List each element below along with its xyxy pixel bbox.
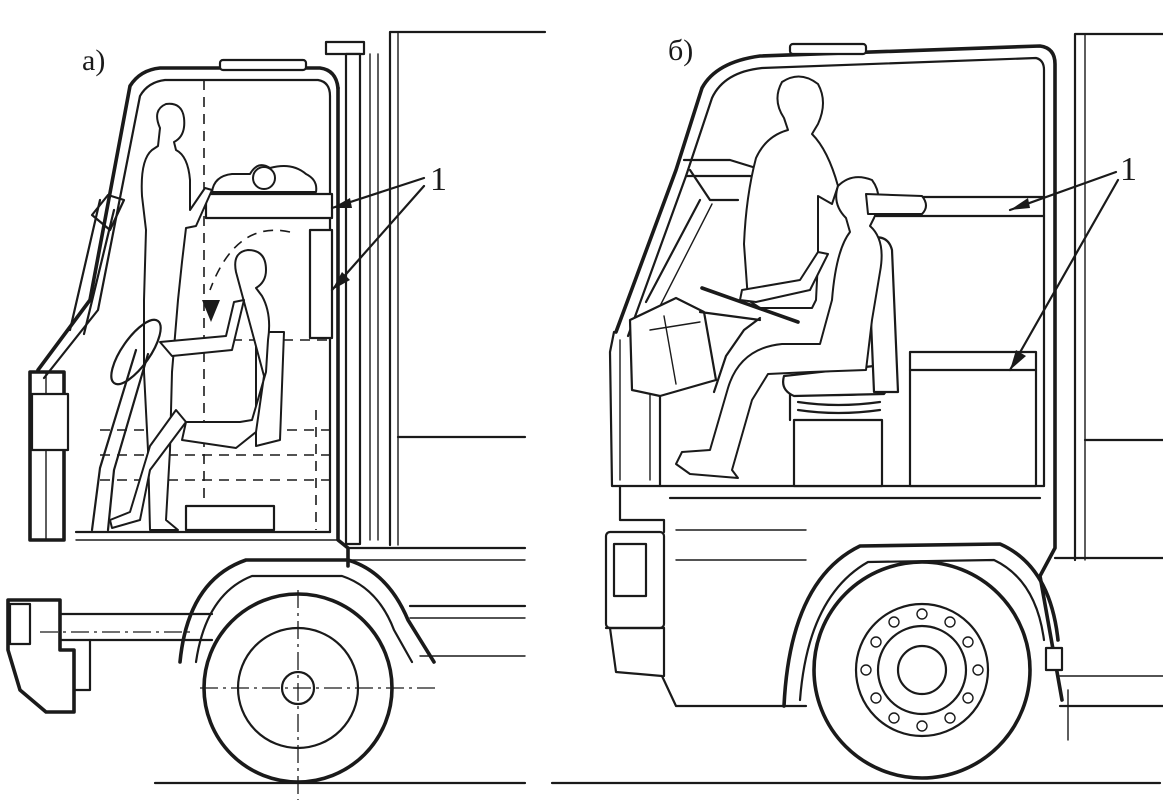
seated-driver-a [109,249,285,532]
steering-wheel-a [90,318,162,532]
front-grille-b [604,330,808,708]
standing-person-a [140,102,213,531]
cargo-body-a [346,30,547,657]
front-wheel-b [812,560,1032,780]
panel-a-callout-number: 1 [430,161,447,198]
panel-b-label: б) [668,34,693,67]
fender-b [782,542,1064,708]
cab-outline-a [28,58,350,568]
storage-cabinet-b [908,350,1038,488]
exhaust-stack-a [324,40,379,546]
panel-a-label: а) [82,44,105,77]
front-wheel-a [40,590,440,800]
panel-b-callout-number: 1 [1120,151,1137,188]
storage-box-a [308,228,334,340]
callout-leaders-b [1008,170,1120,372]
front-bumper-a [6,598,214,714]
sleeper-berth-a [204,164,334,220]
seated-driver-b [675,176,927,479]
fender-a [178,558,436,664]
callout-leaders-a [330,176,426,292]
panel-b: б) 1 [550,32,1163,785]
dashboard-b [628,296,762,398]
steering-wheel-b [700,286,800,394]
panel-a: а) 1 [6,30,547,800]
seat-swing-arrow-a [202,300,220,322]
cargo-body-b [1053,32,1163,741]
standing-person-b [743,75,839,309]
